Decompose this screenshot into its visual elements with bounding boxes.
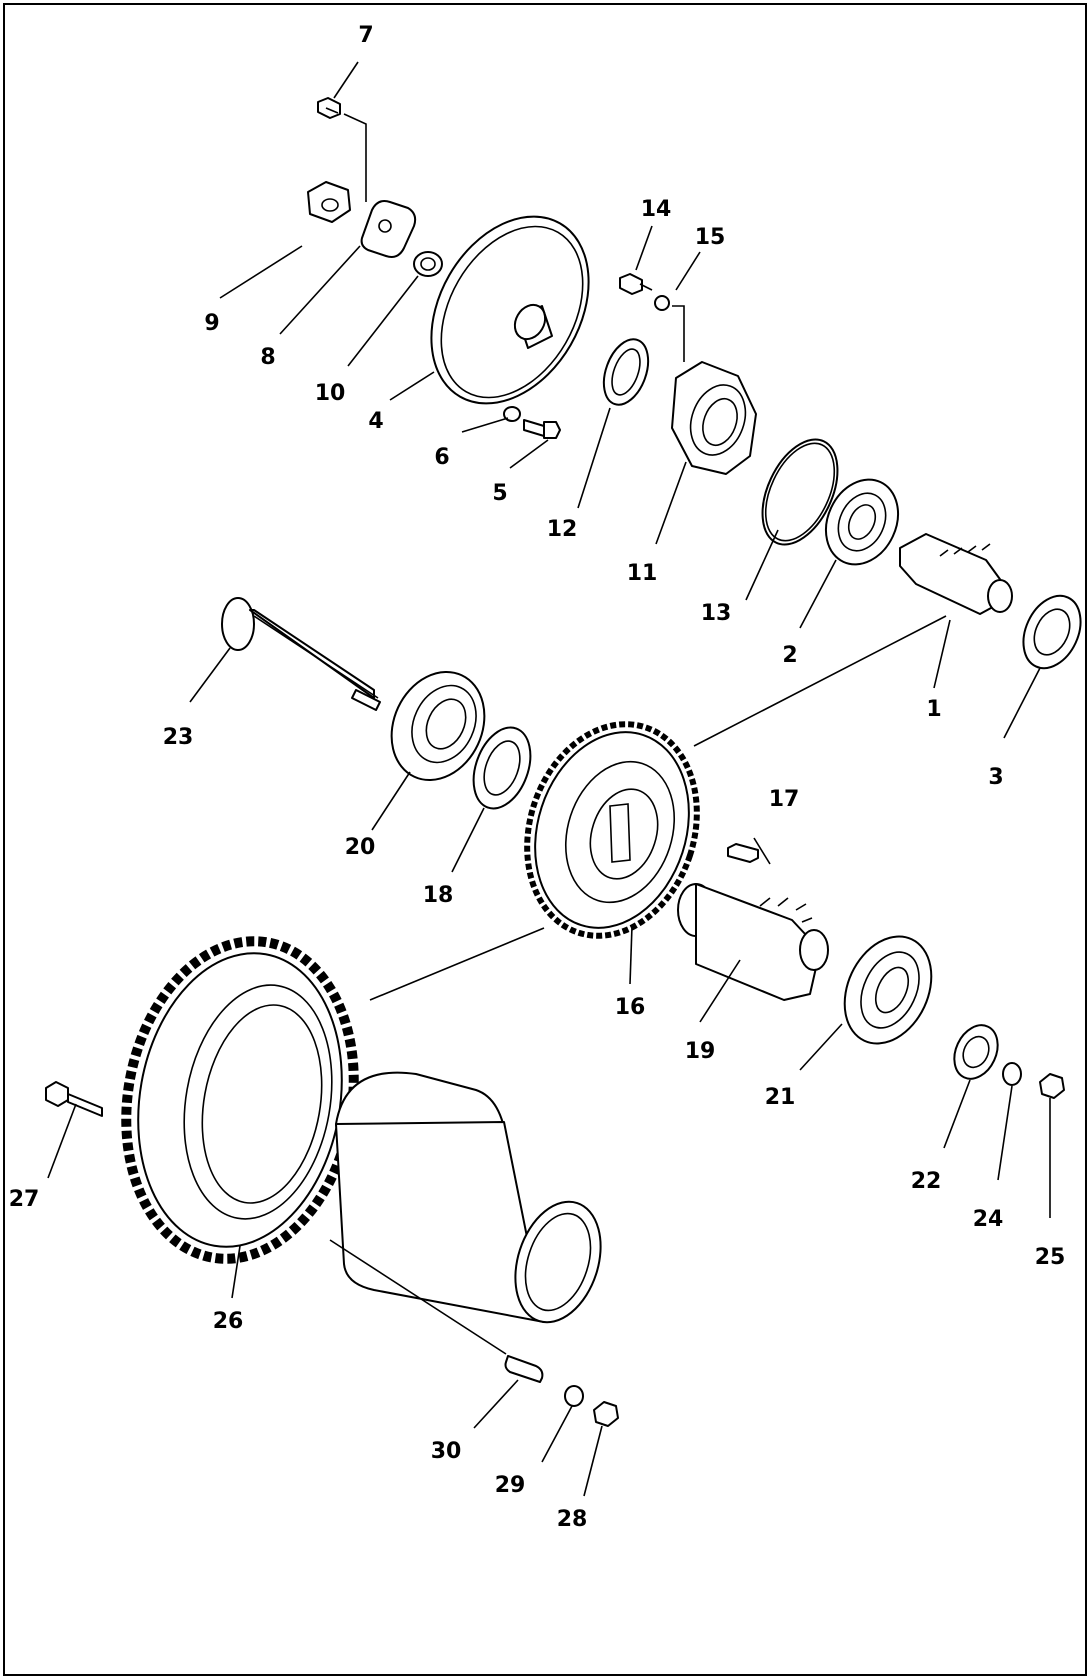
part-15-washer (654, 295, 670, 311)
part-14-bolt (619, 273, 653, 295)
callout-30: 30 (431, 1439, 462, 1464)
part-6-washer (503, 406, 521, 422)
part-9-nut (307, 181, 351, 223)
part-11-retainer (671, 361, 757, 475)
callout-3: 3 (988, 765, 1003, 790)
callout-25: 25 (1035, 1245, 1066, 1270)
callout-15: 15 (695, 225, 726, 250)
callout-24: 24 (973, 1207, 1004, 1232)
callout-29: 29 (495, 1473, 526, 1498)
part-18-spacer (472, 726, 532, 810)
part-29-washer (564, 1385, 584, 1407)
callout-17: 17 (769, 787, 800, 812)
part-22-cap (953, 1024, 999, 1080)
part-13-o-ring (761, 438, 839, 546)
part-12-seal (602, 338, 650, 406)
part-3-bearing (1022, 594, 1082, 670)
callout-16: 16 (615, 995, 646, 1020)
part-23-shaft (221, 597, 381, 711)
part-21-bearing (843, 935, 933, 1045)
part-8-lock-plate (360, 200, 417, 258)
part-24-washer (1002, 1062, 1022, 1086)
callout-13: 13 (701, 601, 732, 626)
callout-6: 6 (434, 445, 449, 470)
callout-9: 9 (204, 311, 219, 336)
callout-21: 21 (765, 1085, 796, 1110)
callout-10: 10 (315, 381, 346, 406)
callout-1: 1 (926, 697, 941, 722)
part-28-nut (593, 1401, 619, 1427)
callout-28: 28 (557, 1507, 588, 1532)
part-2-bearing (825, 478, 899, 566)
callout-19: 19 (685, 1039, 716, 1064)
part-1-pinion-shaft (899, 533, 1013, 615)
callout-12: 12 (547, 517, 578, 542)
callout-5: 5 (492, 481, 507, 506)
callout-18: 18 (423, 883, 454, 908)
callout-8: 8 (260, 345, 275, 370)
callout-23: 23 (163, 725, 194, 750)
part-10-washer (413, 251, 443, 277)
part-30-lock-plate (504, 1355, 544, 1383)
part-27-bolt (45, 1081, 103, 1117)
callout-7: 7 (358, 23, 373, 48)
callout-26: 26 (213, 1309, 244, 1334)
callout-labels: 1 2 3 4 5 6 7 8 9 10 11 12 13 14 15 16 1… (9, 23, 1066, 1532)
callout-4: 4 (368, 409, 383, 434)
callout-11: 11 (627, 561, 658, 586)
callout-20: 20 (345, 835, 376, 860)
part-26-ring-gear (121, 936, 359, 1264)
part-7-bolt (317, 97, 341, 119)
callout-27: 27 (9, 1187, 40, 1212)
part-25-nut (1039, 1073, 1065, 1099)
callout-2: 2 (782, 643, 797, 668)
part-hub-housing (335, 1071, 602, 1324)
part-5-bolt (523, 419, 561, 439)
leader-lines (47, 61, 1051, 1497)
part-19-pinion (677, 883, 829, 1001)
callout-14: 14 (641, 197, 672, 222)
drawing-frame (3, 3, 1087, 1676)
part-16-gear (524, 721, 700, 939)
part-4-cover-plate (430, 215, 590, 405)
callout-22: 22 (911, 1169, 942, 1194)
part-17-key (727, 843, 759, 863)
part-20-bearing (390, 670, 486, 782)
